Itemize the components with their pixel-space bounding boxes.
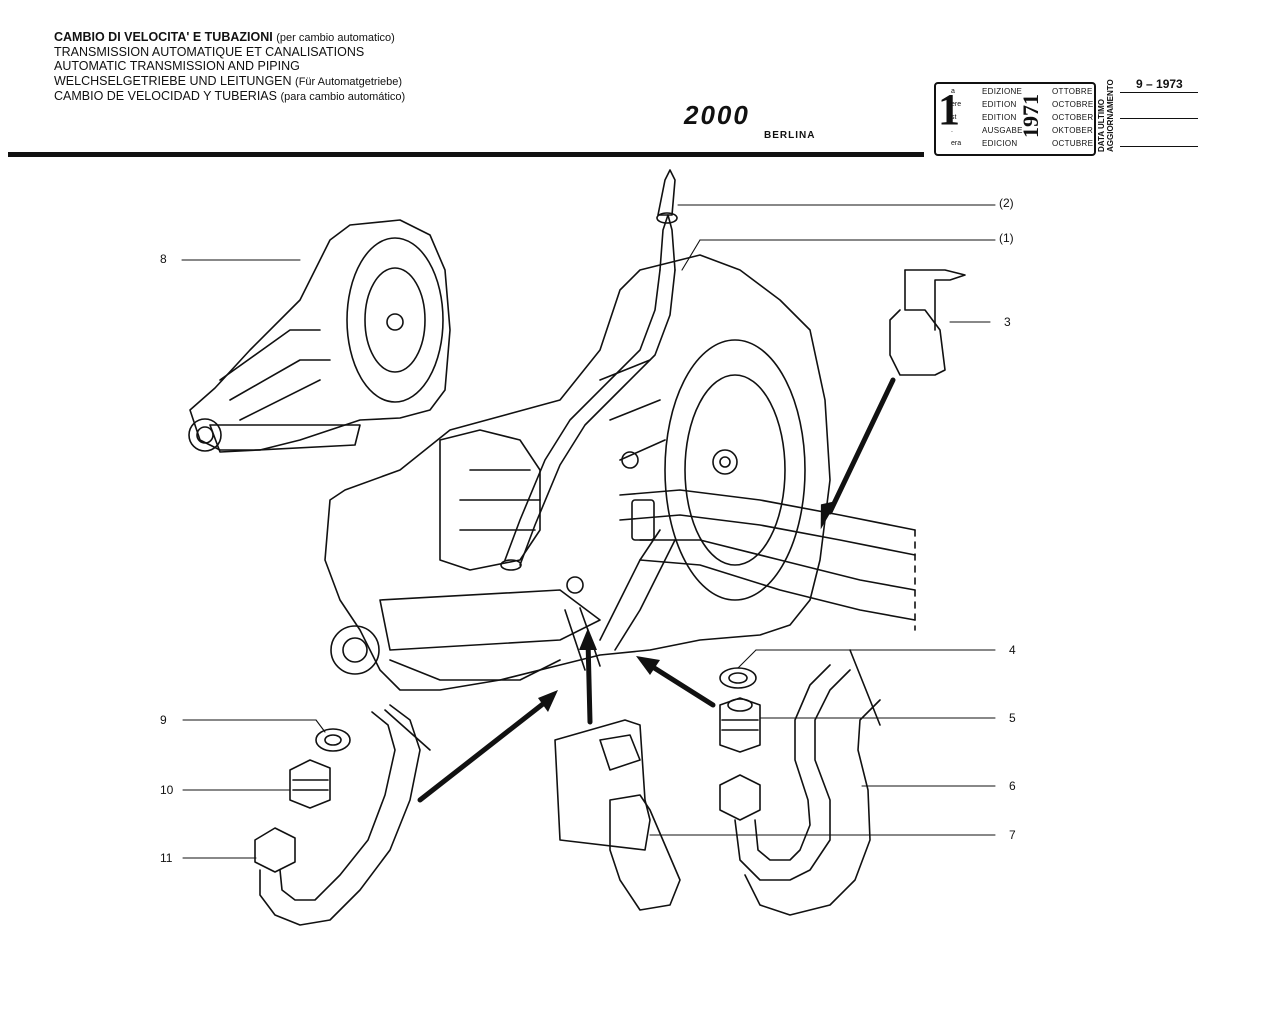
hose-11 <box>254 704 431 926</box>
model-logo: 2000 BERLINA <box>684 100 814 141</box>
callout-8: 8 <box>160 252 167 266</box>
edition-month: OTTOBRE <box>1052 87 1093 96</box>
update-line <box>1120 118 1198 119</box>
title-block: CAMBIO DI VELOCITA' E TUBAZIONI (per cam… <box>54 30 405 104</box>
edition-suffix: st <box>951 114 957 121</box>
callout-7: 7 <box>1009 828 1016 842</box>
update-line <box>1120 146 1198 147</box>
logo-variant: BERLINA <box>764 130 816 141</box>
callout-1: (1) <box>999 231 1014 245</box>
edition-suffix: a <box>951 88 955 95</box>
callout-5: 5 <box>1009 711 1016 725</box>
title-french: TRANSMISSION AUTOMATIQUE ET CANALISATION… <box>54 45 365 60</box>
callout-2: (2) <box>999 196 1014 210</box>
cooler-hoses <box>564 489 916 671</box>
edition-label: AUSGABE <box>982 126 1023 135</box>
washer-9 <box>315 728 351 752</box>
title-english: AUTOMATIC TRANSMISSION AND PIPING <box>54 59 300 74</box>
callout-4: 4 <box>1009 643 1016 657</box>
edition-label: EDIZIONE <box>982 87 1023 96</box>
callout-10: 10 <box>160 783 174 797</box>
clip-3 <box>889 269 966 376</box>
title-german: WELCHSELGETRIEBE UND LEITUNGEN (Für Auto… <box>54 73 403 88</box>
edition-month: OKTOBER <box>1052 126 1094 135</box>
title-italian: CAMBIO DI VELOCITA' E TUBAZIONI (per cam… <box>54 30 395 44</box>
callout-11: 11 <box>160 851 173 865</box>
edition-label: EDITION <box>982 113 1017 122</box>
update-date: 9 – 1973 <box>1136 77 1183 91</box>
assembly-arrows <box>417 377 896 803</box>
washer-4 <box>719 667 757 689</box>
callout-6: 6 <box>1009 779 1016 793</box>
edition-suffix: era <box>951 140 962 147</box>
edition-label: EDICION <box>982 139 1018 148</box>
title-spanish: CAMBIO DE VELOCIDAD Y TUBERIAS (para cam… <box>54 88 406 103</box>
edition-suffix: ere <box>951 101 962 108</box>
header-rule <box>8 152 924 157</box>
callout-9: 9 <box>160 713 167 727</box>
edition-month: OCTOBER <box>1052 113 1094 122</box>
union-5 <box>719 697 761 753</box>
edition-month: OCTUBRE <box>1052 139 1094 148</box>
union-10 <box>289 759 331 809</box>
update-line <box>1120 92 1198 93</box>
edition-suffix: . <box>951 127 953 134</box>
small-transmission-assembly <box>188 219 451 453</box>
leader-lines <box>181 204 996 859</box>
hose-6 <box>719 649 881 916</box>
dipstick-tube <box>500 169 678 571</box>
main-transmission <box>324 254 831 691</box>
edition-number: 1 <box>938 85 960 134</box>
edition-label: EDITION <box>982 100 1017 109</box>
edition-box <box>934 82 1096 156</box>
callout-3: 3 <box>1004 315 1011 329</box>
edition-month: OCTOBRE <box>1052 100 1094 109</box>
logo-model: 2000 <box>684 100 750 130</box>
bracket-7 <box>554 719 681 911</box>
